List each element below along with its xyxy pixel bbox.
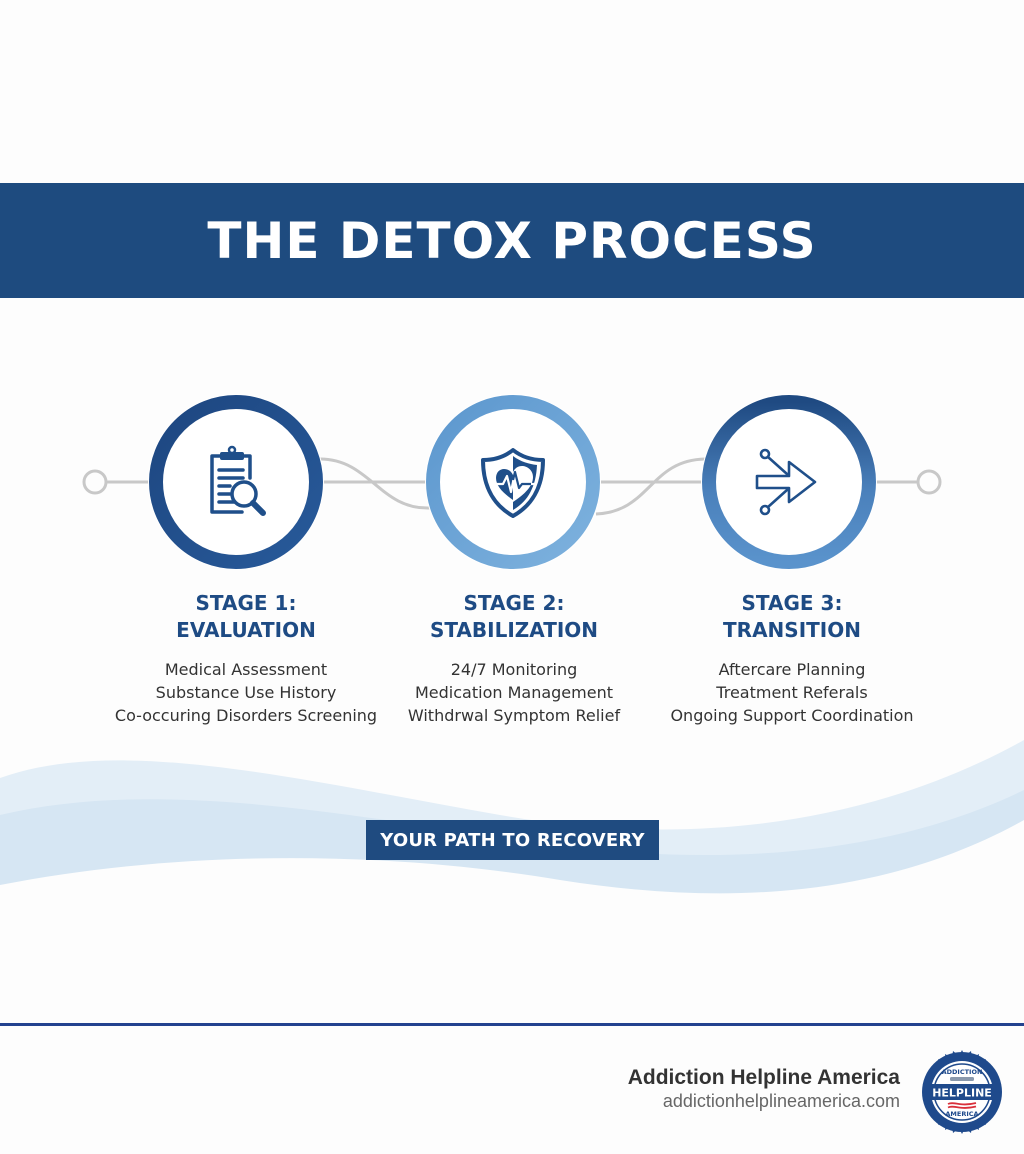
list-item: Medical Assessment: [164, 660, 328, 679]
stage-2-title-line1: STAGE 2:: [463, 591, 565, 615]
footer-divider: [0, 1023, 1024, 1026]
stage-2-circle: [425, 394, 601, 570]
stage-3-items: Aftercare Planning Treatment Referals On…: [642, 658, 942, 727]
end-node-icon: [916, 469, 942, 495]
svg-text:AMERICA: AMERICA: [945, 1110, 978, 1118]
helpline-seal-logo-icon: HELPLINE ADDICTION AMERICA: [922, 1050, 1002, 1134]
branching-arrow-icon: [755, 448, 817, 516]
stage-connectors: [82, 457, 942, 516]
stage-1-title-line1: STAGE 1:: [195, 591, 297, 615]
clipboard-magnifier-icon: [210, 445, 266, 516]
page-title: THE DETOX PROCESS: [207, 211, 817, 270]
list-item: Ongoing Support Coordination: [670, 706, 914, 725]
start-node-icon: [82, 469, 108, 495]
stage-3-circle: [701, 394, 877, 570]
stage-1-title-line2: EVALUATION: [176, 618, 316, 642]
list-item: Treatment Referals: [716, 683, 868, 702]
svg-text:ADDICTION: ADDICTION: [942, 1068, 983, 1076]
list-item: 24/7 Monitoring: [450, 660, 578, 679]
stage-3-title-line2: TRANSITION: [723, 618, 861, 642]
brand-url[interactable]: addictionhelplineamerica.com: [662, 1091, 900, 1111]
path-to-recovery-badge: YOUR PATH TO RECOVERY: [366, 820, 659, 860]
stage-2-text: STAGE 2: STABILIZATION 24/7 Monitoring M…: [364, 590, 664, 727]
title-banner: THE DETOX PROCESS: [0, 183, 1024, 298]
list-item: Substance Use History: [155, 683, 337, 702]
footer-brand: Addiction Helpline America addictionhelp…: [628, 1066, 900, 1112]
stage-2-items: 24/7 Monitoring Medication Management Wi…: [364, 658, 664, 727]
stage-1-circle: [148, 394, 324, 570]
list-item: Medication Management: [415, 683, 613, 702]
list-item: Co-occuring Disorders Screening: [114, 706, 378, 725]
stage-1-text: STAGE 1: EVALUATION Medical Assessment S…: [96, 590, 396, 727]
svg-text:HELPLINE: HELPLINE: [932, 1087, 992, 1100]
shield-heart-pulse-icon: [481, 448, 545, 518]
stage-2-title-line2: STABILIZATION: [429, 618, 599, 642]
list-item: Withdrwal Symptom Relief: [407, 706, 621, 725]
list-item: Aftercare Planning: [718, 660, 866, 679]
stage-1-items: Medical Assessment Substance Use History…: [96, 658, 396, 727]
brand-name: Addiction Helpline America: [627, 1066, 900, 1089]
stage-3-text: STAGE 3: TRANSITION Aftercare Planning T…: [642, 590, 942, 727]
stage-3-title-line1: STAGE 3:: [741, 591, 843, 615]
